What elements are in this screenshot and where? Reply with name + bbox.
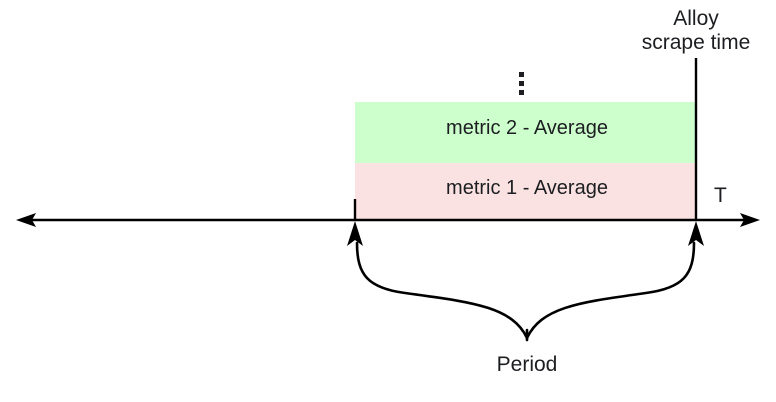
- period-brace-left-arrowhead: [347, 221, 363, 246]
- period-label: Period: [497, 353, 558, 376]
- metric-band-label-metric-2: metric 2 - Average: [446, 117, 608, 139]
- alloy-scrape-time-label-line1: Alloy: [673, 7, 719, 30]
- period-brace-left-curve: [355, 241, 529, 340]
- metric-band-metric-1: [355, 163, 696, 220]
- vertical-ellipsis-icon: [519, 72, 524, 95]
- time-axis-label: T: [714, 184, 727, 207]
- arrow-right-icon: [740, 213, 760, 227]
- alloy-scrape-time-label-line2: scrape time: [642, 31, 751, 54]
- metric-band-metric-2: [355, 102, 696, 163]
- period-brace-right-arrowhead: [688, 221, 704, 246]
- period-brace: [347, 221, 704, 342]
- arrow-left-icon: [16, 213, 36, 227]
- period-brace-right-curve: [525, 241, 696, 340]
- metric-band-label-metric-1: metric 1 - Average: [446, 177, 608, 199]
